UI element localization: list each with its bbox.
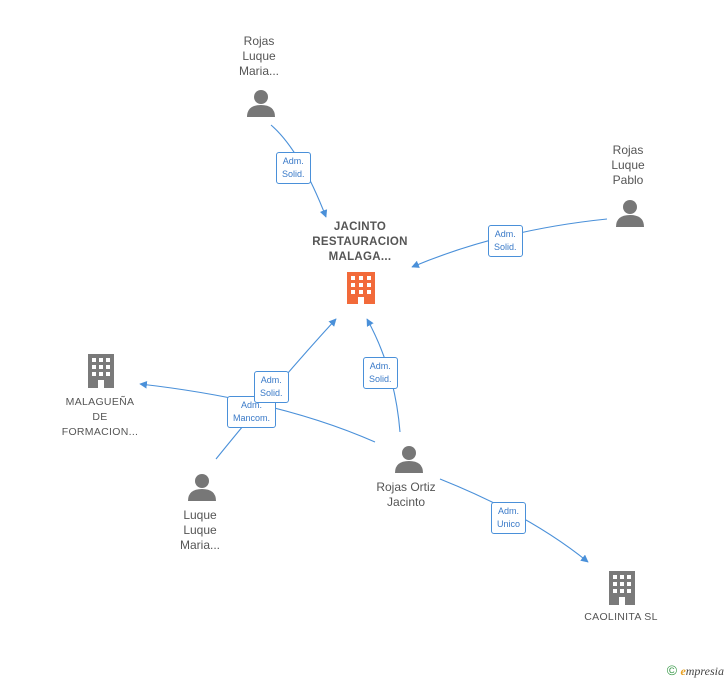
edge-label-unico: Adm. Unico (491, 502, 527, 534)
edge-label-rojas-maria: Adm. Solid. (276, 152, 311, 184)
copyright-icon: © (666, 662, 678, 678)
main-company-label[interactable]: JACINTO RESTAURACION MALAGA... (312, 221, 408, 263)
luque-maria-label[interactable]: Luque Luque Maria... (179, 508, 220, 552)
luque-maria-person-icon[interactable] (188, 474, 216, 501)
rojas-jacinto-label[interactable]: Rojas Ortiz Jacinto (376, 480, 436, 509)
caolinita-building-icon[interactable] (609, 571, 635, 605)
caolinita-label[interactable]: CAOLINITA SL (584, 611, 658, 623)
rojas-maria-label[interactable]: Rojas Luque Maria... (238, 34, 279, 78)
malaguena-label[interactable]: MALAGUEÑA DE FORMACION... (61, 396, 139, 438)
rojas-pablo-label[interactable]: Rojas Luque Pablo (611, 143, 645, 187)
edge-label-rojas-jacinto: Adm. Solid. (363, 357, 398, 389)
rojas-maria-person-icon[interactable] (247, 90, 275, 117)
edge-label-rojas-pablo: Adm. Solid. (488, 225, 523, 257)
edge-label-mancom: Adm. Mancom. (227, 396, 277, 428)
brand-logo: empresia (680, 664, 724, 678)
footer-brand[interactable]: © empresia (667, 662, 724, 679)
edge-label-luque-maria: Adm. Solid. (254, 371, 289, 403)
rojas-jacinto-person-icon[interactable] (395, 446, 423, 473)
main-company-building-icon[interactable] (347, 272, 375, 304)
malaguena-building-icon[interactable] (88, 354, 114, 388)
rojas-pablo-person-icon[interactable] (616, 200, 644, 227)
